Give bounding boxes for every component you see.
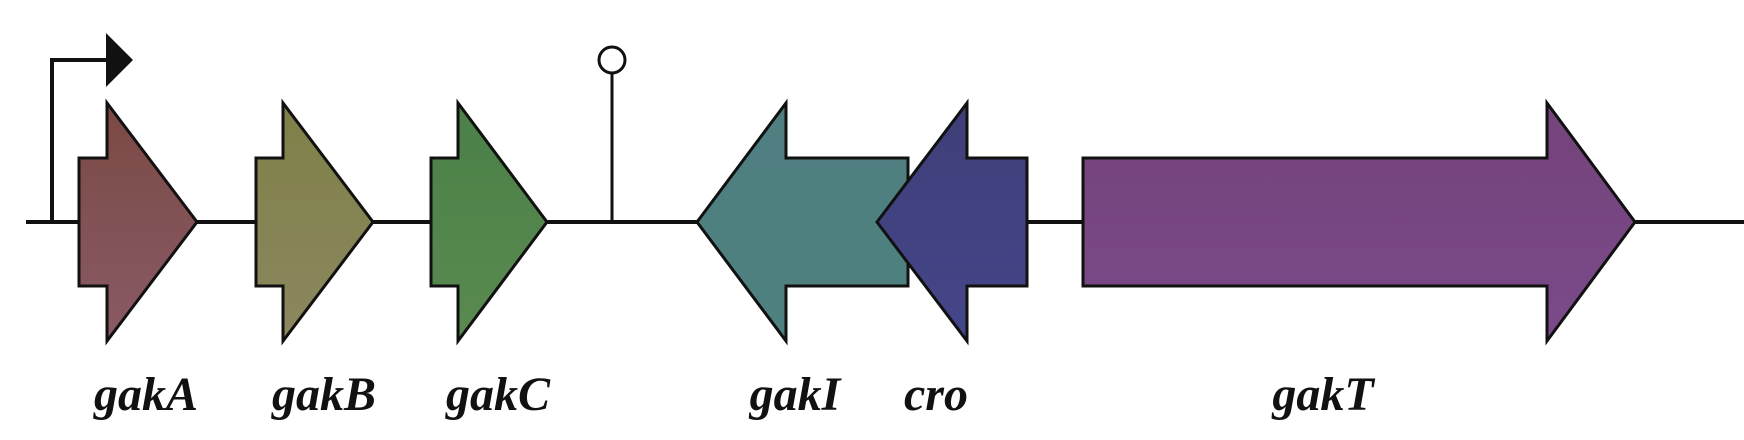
gene-arrow-gakB	[254, 98, 375, 346]
terminator-lollipop-icon	[597, 45, 627, 222]
gene-label-gakI: gakI	[749, 368, 843, 421]
gene-label-gakC: gakC	[445, 368, 551, 421]
promoter-arrow-icon	[50, 33, 133, 222]
gene-arrow-gakT	[1081, 98, 1637, 346]
gene-label-gakB: gakB	[271, 368, 376, 421]
gene-label-gakA: gakA	[93, 368, 198, 421]
promoter-stem	[50, 58, 108, 222]
gene-label-gakT: gakT	[1271, 368, 1375, 421]
gene-arrow-gakC	[429, 98, 549, 346]
gene-arrow-cro	[875, 98, 1029, 346]
terminator-head	[597, 45, 627, 75]
promoter-arrowhead	[106, 33, 133, 87]
gene-arrow-gakA	[77, 98, 199, 346]
gene-label-cro: cro	[904, 368, 968, 421]
